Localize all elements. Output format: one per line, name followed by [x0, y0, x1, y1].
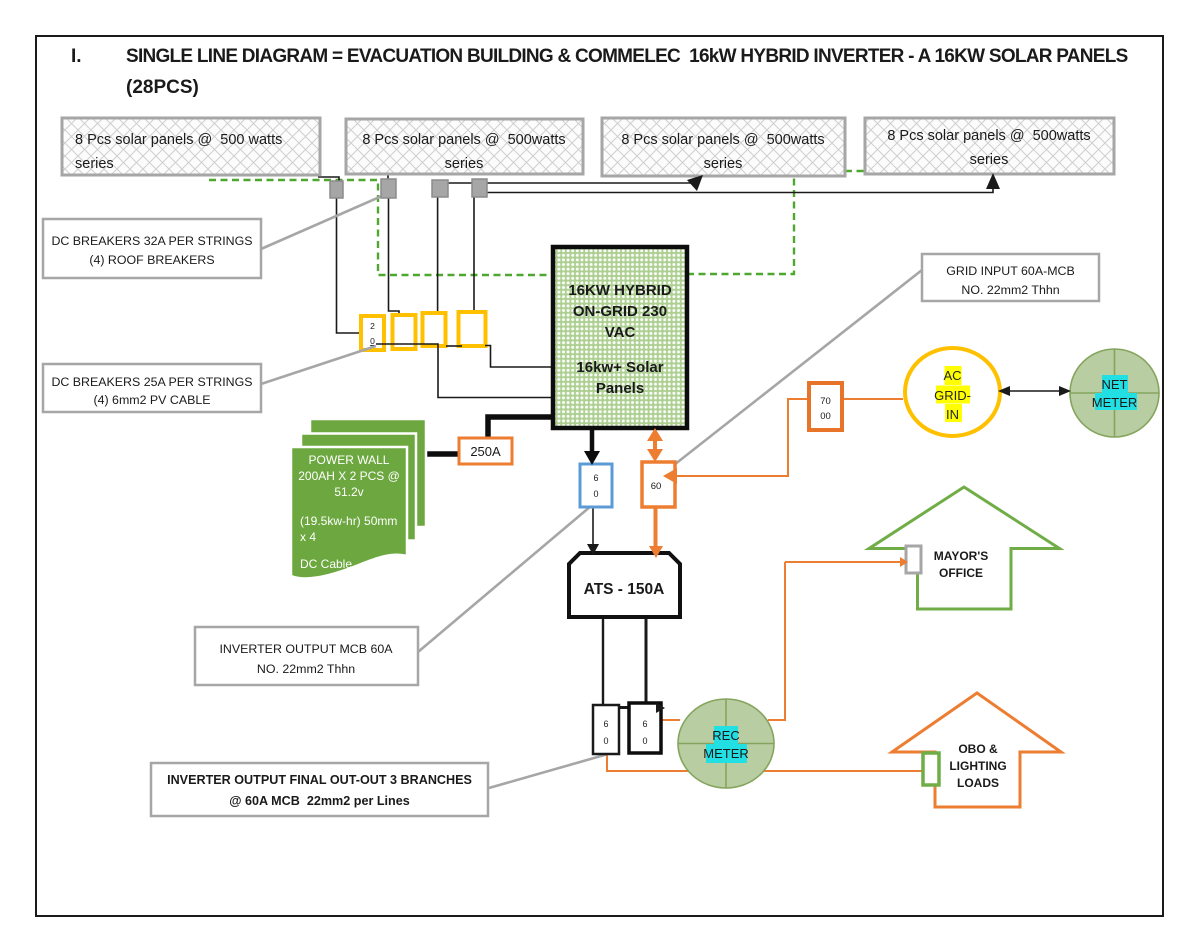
svg-text:(4) ROOF BREAKERS: (4) ROOF BREAKERS	[89, 253, 214, 267]
svg-text:series: series	[75, 156, 114, 172]
svg-text:VAC: VAC	[605, 324, 636, 341]
svg-text:LOADS: LOADS	[957, 776, 999, 790]
svg-text:0: 0	[603, 736, 608, 746]
svg-text:NO. 22mm2 Thhn: NO. 22mm2 Thhn	[257, 662, 355, 676]
svg-text:series: series	[445, 156, 484, 172]
svg-text:0: 0	[370, 336, 375, 346]
svg-text:IN: IN	[946, 407, 959, 422]
svg-text:LIGHTING: LIGHTING	[949, 759, 1006, 773]
svg-text:METER: METER	[703, 746, 749, 761]
svg-text:x 4: x 4	[300, 530, 316, 544]
svg-text:INVERTER OUTPUT FINAL OUT-OUT: INVERTER OUTPUT FINAL OUT-OUT 3 BRANCHES	[167, 773, 472, 787]
svg-text:00: 00	[820, 411, 831, 422]
svg-text:16KW HYBRID: 16KW HYBRID	[568, 282, 672, 299]
svg-text:(4) 6mm2 PV CABLE: (4) 6mm2 PV CABLE	[93, 393, 210, 407]
svg-text:6: 6	[603, 719, 608, 729]
svg-text:70: 70	[820, 396, 831, 407]
svg-text:250A: 250A	[470, 444, 501, 459]
svg-text:DC BREAKERS 25A PER STRINGS: DC BREAKERS 25A PER STRINGS	[51, 375, 252, 389]
svg-text:60: 60	[651, 481, 662, 492]
svg-text:METER: METER	[1092, 395, 1138, 410]
svg-text:8 Pcs solar panels @ 500 watt: 8 Pcs solar panels @ 500 watts	[75, 132, 282, 148]
svg-text:200AH X 2 PCS @: 200AH X 2 PCS @	[298, 469, 400, 483]
svg-text:GRID-: GRID-	[934, 388, 971, 403]
svg-text:series: series	[704, 156, 743, 172]
svg-text:REC: REC	[712, 728, 739, 743]
svg-text:8 Pcs solar panels @ 500watts: 8 Pcs solar panels @ 500watts	[362, 132, 565, 148]
svg-text:DC BREAKERS 32A PER STRINGS: DC BREAKERS 32A PER STRINGS	[51, 234, 252, 248]
svg-text:ON-GRID 230: ON-GRID 230	[573, 303, 667, 320]
svg-text:2: 2	[370, 321, 375, 331]
svg-text:0: 0	[593, 489, 598, 499]
svg-text:6: 6	[593, 473, 598, 483]
svg-text:POWER WALL: POWER WALL	[309, 453, 390, 467]
svg-text:AC: AC	[943, 368, 961, 383]
svg-text:51.2v: 51.2v	[334, 485, 363, 499]
svg-text:NO. 22mm2 Thhn: NO. 22mm2 Thhn	[961, 283, 1059, 297]
svg-text:6: 6	[642, 719, 647, 729]
svg-text:DC Cable: DC Cable	[300, 557, 352, 571]
svg-text:MAYOR'S: MAYOR'S	[934, 549, 988, 563]
svg-text:INVERTER OUTPUT MCB 60A: INVERTER OUTPUT MCB 60A	[219, 642, 393, 656]
svg-text:SINGLE LINE DIAGRAM = EVACUATI: SINGLE LINE DIAGRAM = EVACUATION BUILDIN…	[126, 46, 1128, 67]
svg-text:(19.5kw-hr) 50mm: (19.5kw-hr) 50mm	[300, 514, 397, 528]
svg-text:ATS - 150A: ATS - 150A	[584, 581, 665, 598]
svg-text:GRID INPUT 60A-MCB: GRID INPUT 60A-MCB	[946, 264, 1075, 278]
svg-text:(28PCS): (28PCS)	[126, 77, 199, 98]
svg-text:OBO &: OBO &	[958, 742, 998, 756]
svg-text:OFFICE: OFFICE	[939, 566, 983, 580]
svg-text:Panels: Panels	[596, 380, 644, 397]
svg-text:8 Pcs solar panels @ 500watts: 8 Pcs solar panels @ 500watts	[621, 132, 824, 148]
svg-text:@ 60A MCB 22mm2 per Lines: @ 60A MCB 22mm2 per Lines	[229, 794, 410, 808]
svg-text:8 Pcs solar panels @ 500watts: 8 Pcs solar panels @ 500watts	[887, 128, 1090, 144]
svg-text:series: series	[970, 152, 1009, 168]
svg-text:I.: I.	[71, 46, 82, 67]
svg-text:16kw+ Solar: 16kw+ Solar	[576, 359, 663, 376]
svg-text:0: 0	[642, 736, 647, 746]
svg-text:NET: NET	[1102, 377, 1128, 392]
